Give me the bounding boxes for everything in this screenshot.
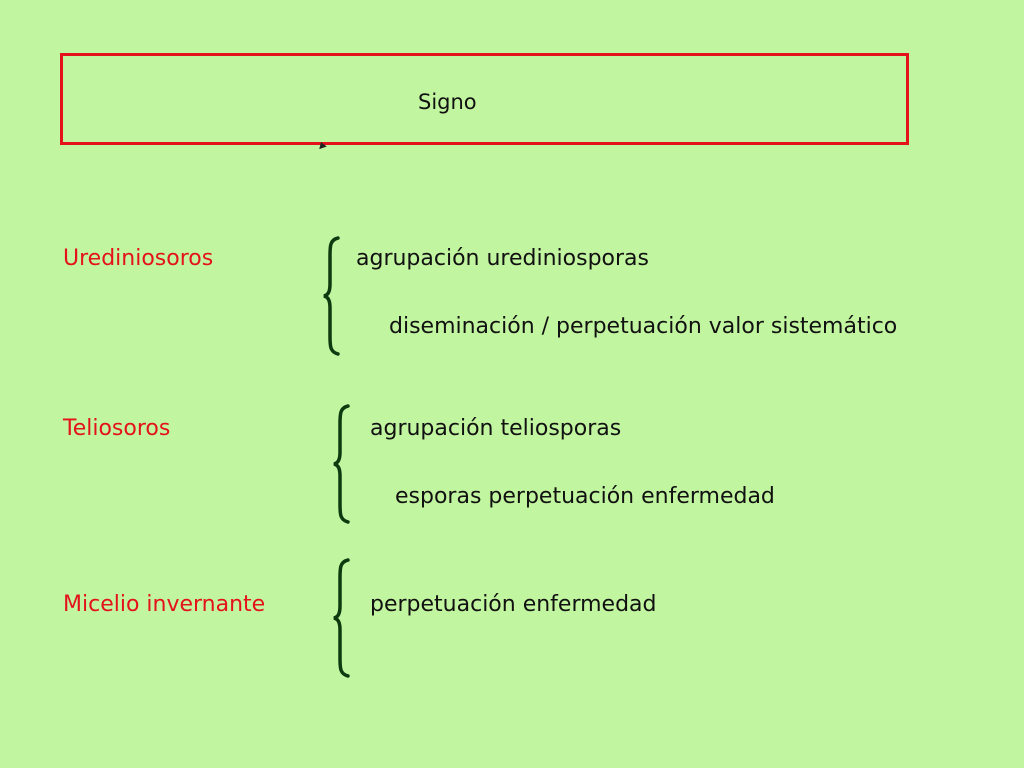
desc-urediniosoros-1: agrupación urediniosporas [356,246,649,271]
term-teliosoros: Teliosoros [63,416,171,441]
desc-teliosoros-2: esporas perpetuación enfermedad [395,484,775,509]
term-urediniosoros: Urediniosoros [63,246,214,271]
desc-teliosoros-1: agrupación teliosporas [370,416,622,441]
curly-brace-icon [330,404,354,524]
desc-micelio-invernante-1: perpetuación enfermedad [370,592,657,617]
term-micelio-invernante: Micelio invernante [63,592,266,617]
title-frame [60,53,909,145]
curly-brace-icon [330,558,354,678]
arrow-tip-mark [317,140,327,150]
desc-urediniosoros-2: diseminación / perpetuación valor sistem… [389,314,898,339]
curly-brace-icon [320,236,344,356]
slide-title: Signo [418,90,477,114]
